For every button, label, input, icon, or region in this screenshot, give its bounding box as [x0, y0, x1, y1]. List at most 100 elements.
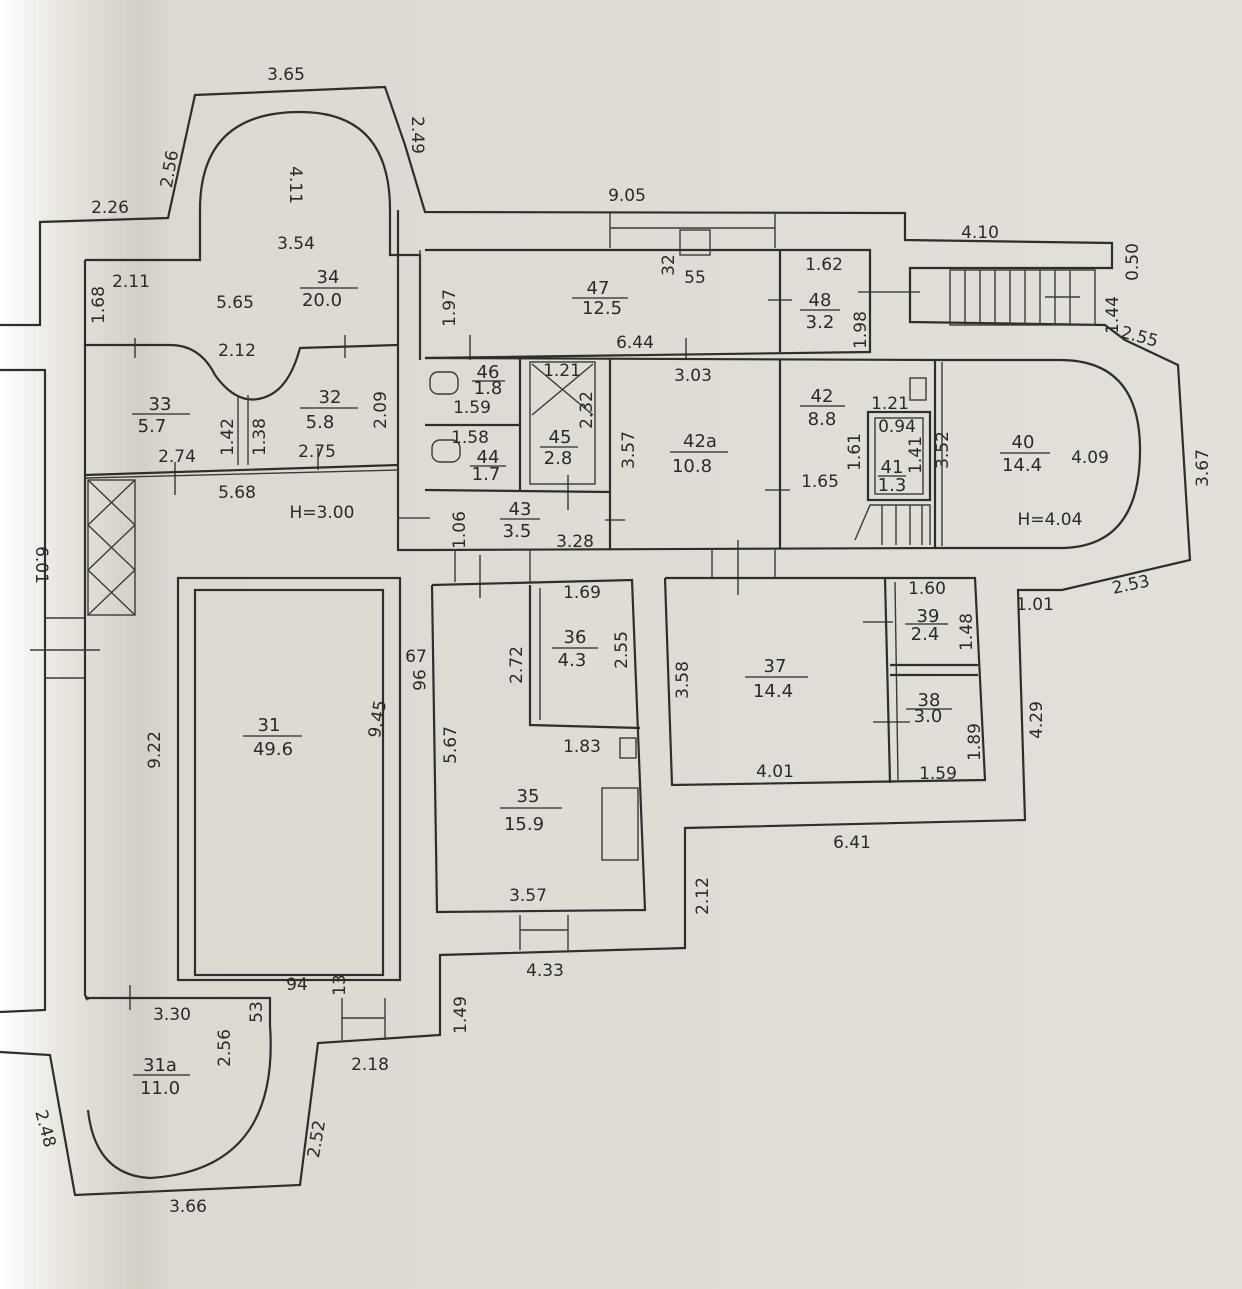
bath-35 [601, 787, 639, 861]
dim-1-06: 1.06 [450, 511, 470, 549]
room-38-area: 3.0 [914, 706, 943, 727]
dim-5-67: 5.67 [441, 726, 461, 764]
room-37-area: 14.4 [753, 681, 793, 702]
room-43-number: 43 [509, 499, 532, 520]
dim-6-01: 6.01 [31, 546, 51, 584]
dim-0-94: 0.94 [878, 417, 916, 437]
dim-3-58: 3.58 [673, 661, 693, 699]
dim-5-65: 5.65 [216, 293, 254, 313]
dim-2-75: 2.75 [298, 442, 336, 462]
room-31a-area: 11.0 [140, 1078, 180, 1099]
dim-1-21-a: 1.21 [543, 361, 581, 381]
dim-1-61: 1.61 [845, 433, 865, 471]
stairs-upper-right [949, 269, 1096, 326]
rotunda-outline [85, 110, 422, 360]
dim-2-12-top: 2.12 [218, 341, 256, 361]
room-31-area: 49.6 [253, 739, 293, 760]
dim-2-56-top: 2.56 [157, 149, 183, 190]
room-35-area: 15.9 [504, 814, 544, 835]
door-left [30, 617, 100, 679]
room-31-outline [176, 576, 402, 982]
window-47 [609, 213, 776, 248]
band-lower-wall [84, 463, 399, 477]
dim-2-18: 2.18 [351, 1055, 389, 1075]
room-41-area: 1.3 [878, 475, 907, 496]
dim-2-55: 2.55 [1118, 323, 1160, 352]
room-31a-number: 31a [143, 1055, 177, 1076]
dim-1-49: 1.49 [451, 996, 471, 1034]
dim-2-26: 2.26 [91, 198, 129, 218]
lift-41 [866, 410, 932, 502]
rotunda-lower-arc [85, 343, 399, 401]
room-33-number: 33 [149, 394, 172, 415]
dim-1-65: 1.65 [801, 472, 839, 492]
outer-wall-main [0, 85, 1192, 1197]
dim-1-62: 1.62 [805, 255, 843, 275]
room-37-number: 37 [764, 656, 787, 677]
room-37-outline [663, 576, 987, 787]
core-wall [396, 210, 430, 552]
dim-1-01: 1.01 [1016, 595, 1054, 615]
dim-4-10: 4.10 [961, 223, 999, 243]
room-43-area: 3.5 [503, 521, 532, 542]
room-36-wall [528, 585, 641, 730]
room-31-number: 31 [258, 715, 281, 736]
room-34-area: 20.0 [302, 290, 342, 311]
dim-3-65: 3.65 [267, 65, 305, 85]
room-40-number: 40 [1012, 432, 1035, 453]
chimney-47 [679, 229, 711, 256]
room-38-number: 38 [918, 690, 941, 711]
room-39-number: 39 [917, 606, 940, 627]
room-33-area: 5.7 [138, 416, 167, 437]
dim-4-01: 4.01 [756, 762, 794, 782]
shaft-45 [531, 363, 594, 416]
dim-1-41: 1.41 [906, 436, 926, 474]
dim-0-50: 0.50 [1123, 243, 1143, 281]
dim-2-56-b: 2.56 [215, 1029, 235, 1067]
hatched-column [87, 479, 136, 616]
dim-2-53: 2.53 [1110, 571, 1151, 598]
dim-3-03: 3.03 [674, 366, 712, 386]
dim-1-68: 1.68 [89, 286, 109, 324]
dim-55: 55 [684, 268, 706, 288]
dim-1-59-b: 1.59 [919, 764, 957, 784]
dim-3-28: 3.28 [556, 532, 594, 552]
dim-5-68: 5.68 [218, 483, 256, 503]
room-36-number: 36 [564, 627, 587, 648]
rotunda-34 [85, 110, 430, 552]
dim-32: 32 [659, 254, 679, 276]
dim-1-60: 1.60 [908, 579, 946, 599]
dim-94: 94 [286, 975, 308, 995]
dim-2-09: 2.09 [371, 391, 391, 429]
room-48-number: 48 [809, 290, 832, 311]
room-42-number: 42 [811, 386, 834, 407]
dim-1-48: 1.48 [957, 613, 977, 651]
room-42a-area: 10.8 [672, 456, 712, 477]
room-32-number: 32 [319, 387, 342, 408]
middle-band [84, 356, 1142, 552]
dim-3-57-b: 3.57 [509, 886, 547, 906]
dim-6-41: 6.41 [833, 833, 871, 853]
dim-6-44: 6.44 [616, 333, 654, 353]
room-45-outline [529, 361, 596, 485]
room-48-area: 3.2 [806, 312, 835, 333]
dim-13: 13 [330, 974, 350, 996]
outer-wall-left-neighbour [0, 368, 47, 1014]
room-34-number: 34 [317, 267, 340, 288]
room-45-number: 45 [549, 427, 572, 448]
dim-3-30: 3.30 [153, 1005, 191, 1025]
dim-1-83: 1.83 [563, 737, 601, 757]
stairs-42 [854, 504, 931, 545]
dim-2-12-b: 2.12 [693, 877, 713, 915]
dim-1-21-b: 1.21 [871, 394, 909, 414]
room-47-outline [424, 248, 872, 360]
tick-marks [129, 291, 920, 1010]
dim-1-58: 1.58 [451, 428, 489, 448]
dim-1-89: 1.89 [965, 723, 985, 761]
dim-1-38: 1.38 [250, 418, 270, 456]
dim-2-55-b: 2.55 [612, 631, 632, 669]
height-right: H=4.04 [1018, 510, 1083, 530]
dim-96: 96 [408, 669, 428, 691]
dimension-labels: 3.65 2.49 2.56 2.26 4.11 9.05 4.10 0.50 … [30, 65, 1213, 1217]
